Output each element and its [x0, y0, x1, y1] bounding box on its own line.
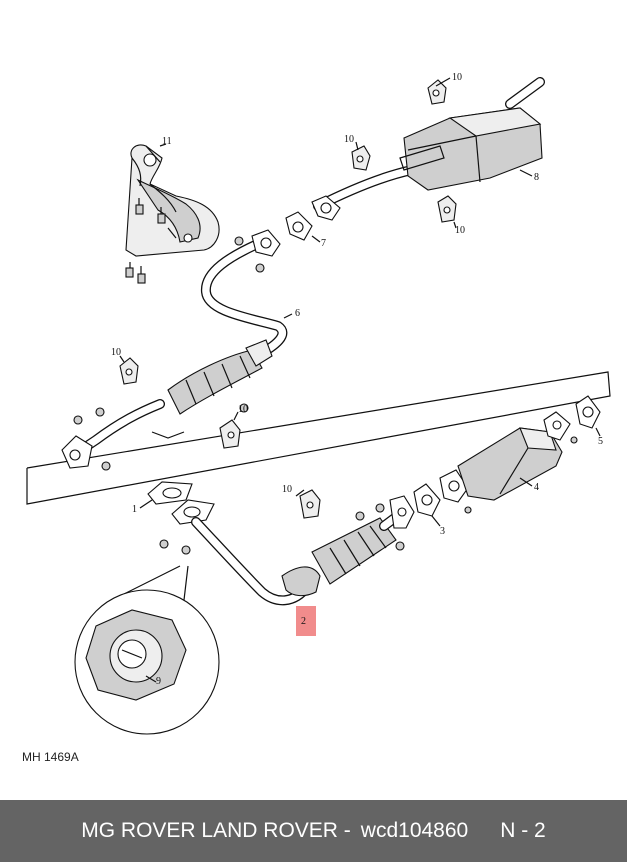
gasket-7: [285, 211, 313, 241]
callout-11: 11: [162, 136, 172, 147]
highlight-part-2: [296, 606, 316, 636]
diagram-reference: MH 1469A: [22, 750, 79, 764]
rubber-mountings-upper: [119, 79, 457, 449]
footer-brand: MG ROVER LAND ROVER -: [81, 819, 351, 842]
callout-labels: 11 10 10 10 7 8 6 10 10 5 10 4 1 3 2 9: [111, 72, 603, 687]
gasket-5: [575, 395, 601, 429]
catalytic-converter-4: [439, 411, 578, 514]
footer-part-code: wcd104860: [360, 819, 469, 842]
leader-lines: [119, 77, 601, 527]
nut-detail-zoom: [74, 565, 220, 735]
callout-4: 4: [534, 482, 539, 493]
callout-6: 6: [295, 308, 300, 319]
callout-9: 9: [156, 676, 161, 687]
callout-8: 8: [534, 172, 539, 183]
callout-10a: 10: [452, 72, 462, 83]
gasket-1: [147, 481, 193, 505]
callout-10f: 10: [282, 484, 292, 495]
callout-10e: 10: [238, 404, 248, 415]
callout-3: 3: [440, 526, 445, 537]
callout-5: 5: [598, 436, 603, 447]
flange-upper: [251, 229, 281, 257]
footer-bar: MG ROVER LAND ROVER - wcd104860 N - 2: [0, 800, 627, 862]
callout-10b: 10: [344, 134, 354, 145]
callout-10d: 10: [111, 347, 121, 358]
manifold-studs: [125, 198, 166, 284]
exhaust-manifold: [125, 144, 220, 257]
section-divider: [26, 371, 611, 505]
gasket-3: [413, 483, 441, 517]
upper-nuts: [73, 236, 265, 471]
front-pipe-2: [171, 495, 415, 606]
footer-page: N - 2: [500, 819, 546, 842]
callout-1: 1: [132, 504, 137, 515]
callout-10c: 10: [455, 225, 465, 236]
exhaust-system-diagram: 11 10 10 10 7 8 6 10 10 5 10 4 1 3 2 9: [26, 72, 611, 735]
front-pipe-upper: [61, 237, 288, 469]
lower-nuts: [159, 539, 191, 555]
callout-2: 2: [301, 616, 306, 627]
callout-7: 7: [321, 238, 326, 249]
rubber-mounting-lower: [299, 489, 321, 519]
rear-silencer: [311, 77, 545, 221]
